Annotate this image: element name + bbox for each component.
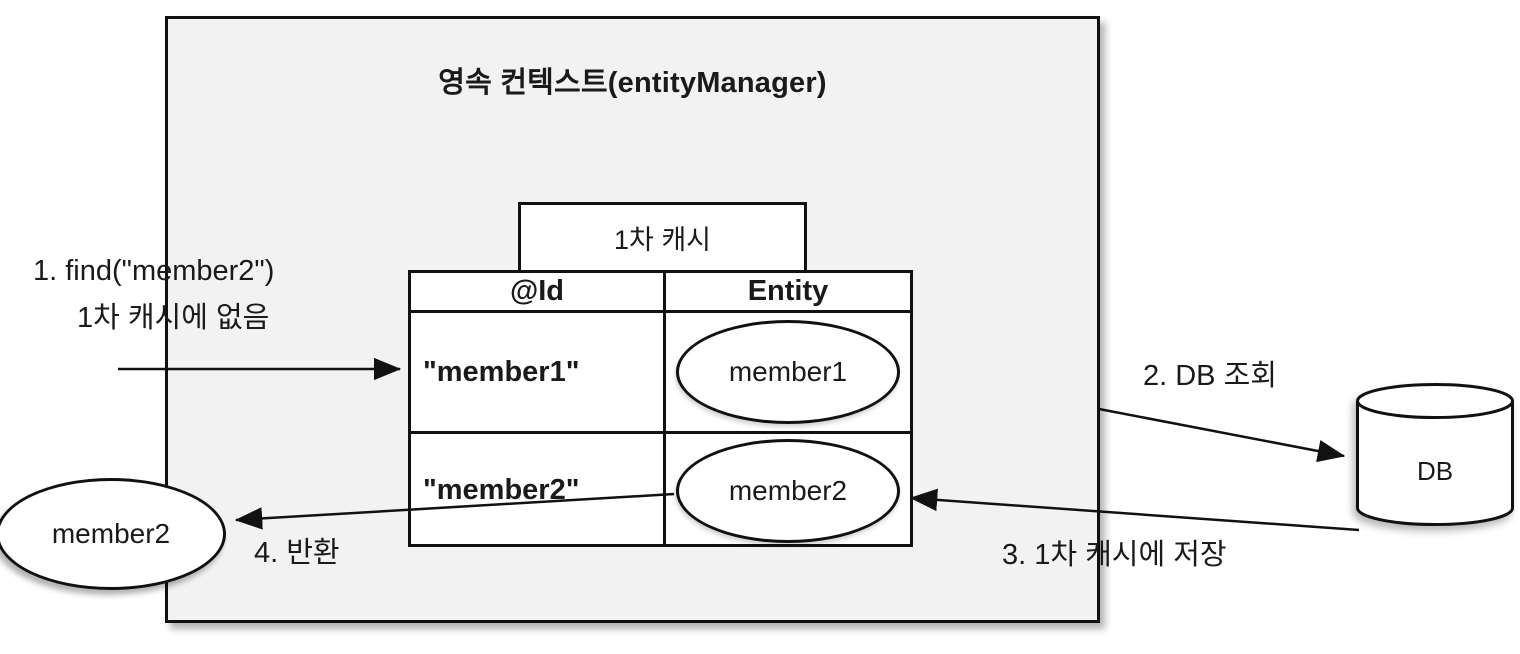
id-cell-member1: "member1" xyxy=(411,313,666,431)
returned-entity-label: member2 xyxy=(51,518,171,549)
entity-ellipse-member1: member1 xyxy=(676,320,900,424)
table-row: "member2" member2 xyxy=(411,434,910,547)
id-cell-member2: "member2" xyxy=(411,434,666,547)
table-row: "member1" member1 xyxy=(411,313,910,434)
database-label: DB xyxy=(1416,456,1454,486)
step-1-line1: 1. find("member2") xyxy=(33,255,275,287)
entity-ellipse-member1-label: member1 xyxy=(728,356,848,387)
step-3-label: 3. 1차 캐시에 저장 xyxy=(1002,539,1227,571)
entity-ellipse-member2: member2 xyxy=(676,438,900,543)
first-level-cache-box: 1차 캐시 xyxy=(518,202,807,273)
cache-table: @Id Entity "member1" member1 "member2" m… xyxy=(408,270,913,547)
persistence-context-title: 영속 컨텍스트(entityManager) xyxy=(438,67,827,99)
entity-cell-member2: member2 xyxy=(666,434,910,547)
entity-ellipse-member2-label: member2 xyxy=(728,474,848,506)
step-4-label: 4. 반환 xyxy=(254,537,340,569)
step-1-line2: 1차 캐시에 없음 xyxy=(77,302,270,334)
arrow-2-db-lookup xyxy=(1098,407,1346,463)
returned-entity-ellipse: member2 xyxy=(0,478,226,590)
column-header-id: @Id xyxy=(411,273,666,310)
entity-cell-member1: member1 xyxy=(666,313,910,431)
table-header-row: @Id Entity xyxy=(411,273,910,313)
step-1-label: 1. find("member2") 1차 캐시에 없음 xyxy=(33,248,274,342)
database-icon xyxy=(1356,383,1514,526)
first-level-cache-label: 1차 캐시 xyxy=(613,225,712,255)
column-header-entity: Entity xyxy=(747,275,829,307)
step-2-label: 2. DB 조회 xyxy=(1143,360,1277,392)
